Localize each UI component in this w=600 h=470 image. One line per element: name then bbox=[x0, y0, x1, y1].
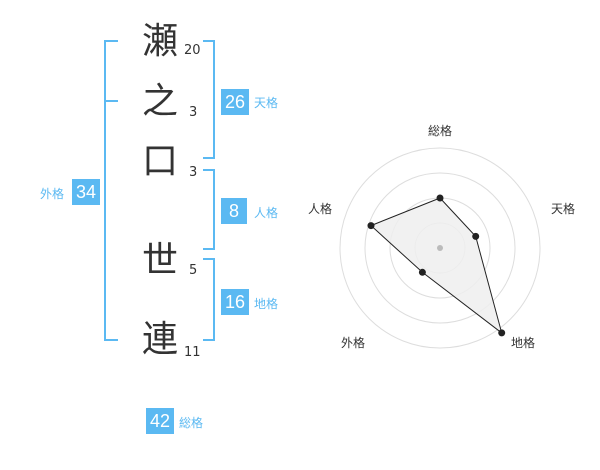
tenkaku-label: 天格 bbox=[254, 96, 279, 110]
stroke-count-1: 20 bbox=[184, 43, 201, 58]
stroke-count-2: 3 bbox=[189, 105, 198, 120]
jinkaku-value: 8 bbox=[221, 198, 247, 224]
jinkaku-label: 人格 bbox=[254, 206, 279, 220]
radar-point-2 bbox=[472, 232, 480, 240]
name-char-1: 瀬 bbox=[141, 21, 178, 62]
chikaku-value: 16 bbox=[221, 289, 249, 315]
bracket-tenkaku bbox=[203, 40, 215, 159]
radar-axis-label-soukaku: 総格 bbox=[428, 124, 453, 138]
radar-ring-3 bbox=[364, 172, 516, 324]
name-char-5: 連 bbox=[141, 319, 178, 360]
bracket-jinkaku bbox=[203, 169, 215, 250]
gaikaku-label: 外格 bbox=[40, 187, 65, 201]
radar-axis-label-chikaku: 地格 bbox=[511, 336, 536, 350]
name-char-3: 口 bbox=[141, 141, 178, 182]
radar-point-4 bbox=[418, 268, 426, 276]
radar-axis-label-gaikaku: 外格 bbox=[341, 336, 366, 350]
radar-point-1 bbox=[436, 194, 444, 202]
radar-point-5 bbox=[367, 222, 375, 230]
stroke-count-3: 3 bbox=[189, 165, 198, 180]
radar-center bbox=[437, 245, 443, 251]
radar-point-3 bbox=[498, 329, 506, 337]
soukaku-value: 42 bbox=[146, 408, 174, 434]
bracket-gaikaku bbox=[104, 40, 118, 341]
soukaku-label: 総格 bbox=[179, 416, 204, 430]
radar-ring-4 bbox=[339, 147, 541, 349]
stroke-count-4: 5 bbox=[189, 263, 198, 278]
chikaku-label: 地格 bbox=[254, 297, 279, 311]
radar-polygon bbox=[370, 197, 503, 335]
tenkaku-value: 26 bbox=[221, 89, 249, 115]
name-char-2: 之 bbox=[141, 81, 178, 122]
radar-axis-label-tenkaku: 天格 bbox=[551, 202, 576, 216]
bracket-chikaku bbox=[203, 258, 215, 341]
radar-axis-label-jinkaku: 人格 bbox=[308, 202, 333, 216]
stroke-count-5: 11 bbox=[184, 345, 201, 360]
name-char-4: 世 bbox=[141, 240, 178, 281]
gaikaku-value: 34 bbox=[72, 179, 100, 205]
